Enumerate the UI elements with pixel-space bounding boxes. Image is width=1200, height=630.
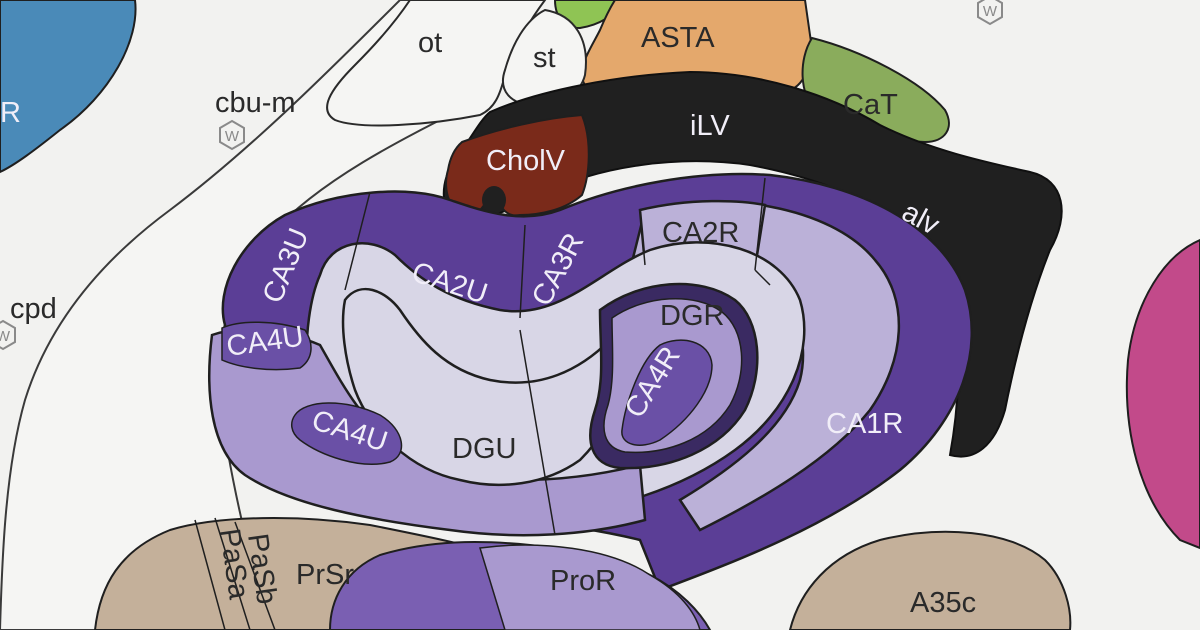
label-prsr: PrSr	[296, 559, 354, 591]
label-dgu: DGU	[452, 433, 516, 465]
label-cpd: cpd	[10, 293, 57, 325]
ca4u-lower-blob	[290, 402, 403, 465]
label-st: st	[533, 42, 556, 74]
label-ca1r: CA1R	[826, 408, 903, 440]
blue-region	[0, 0, 137, 174]
label-pror: ProR	[550, 565, 616, 597]
ca4r-region	[621, 339, 713, 446]
label-ca2r: CA2R	[662, 217, 739, 249]
cholv-dark-spot	[482, 186, 506, 214]
ca-boundary-lines	[344, 177, 771, 536]
pror-light-part	[479, 544, 701, 630]
label-cholv: CholV	[486, 145, 566, 177]
label-a35c: A35c	[910, 587, 976, 619]
label-dgr: DGR	[660, 300, 724, 332]
pasa-pasb-lines	[194, 517, 276, 630]
label-cbu-m: cbu-m	[215, 87, 296, 119]
magenta-region	[1125, 238, 1200, 550]
label-asta: ASTA	[641, 22, 715, 54]
tan-region-right	[788, 530, 1072, 630]
label-ilv: iLV	[690, 110, 730, 142]
label-r-partial: R	[0, 97, 21, 129]
ca4u-upper-region	[221, 321, 312, 371]
label-ot: ot	[418, 27, 442, 59]
label-cat: CaT	[843, 89, 898, 121]
